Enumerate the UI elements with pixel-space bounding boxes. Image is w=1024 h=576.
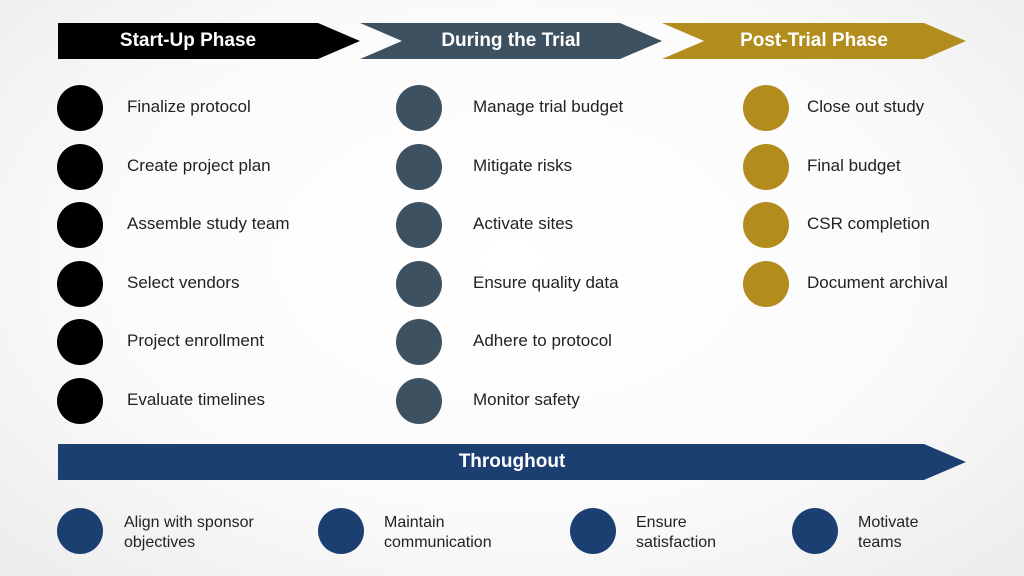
throughout-arrow: Throughout	[58, 444, 966, 480]
throughout-title: Throughout	[458, 451, 566, 472]
task-label: Select vendors	[127, 272, 240, 292]
startup-phase-arrow: Start-Up Phase	[58, 23, 360, 59]
bullet-circle-icon	[57, 85, 103, 131]
throughout-arrow-shape	[58, 444, 966, 480]
post-trial-title: Post-Trial Phase	[740, 30, 888, 51]
bullet-circle-icon	[792, 508, 838, 554]
task-label: Create project plan	[127, 155, 271, 175]
bullet-circle-icon	[743, 260, 789, 307]
task-label: Adhere to protocol	[473, 331, 612, 351]
bullet-circle-icon	[57, 377, 103, 424]
task-label: Assemble study team	[127, 214, 290, 234]
task-label: Finalize protocol	[127, 97, 251, 116]
bullet-circle-icon	[396, 202, 442, 249]
task-label: Evaluate timelines	[127, 389, 265, 409]
task-label: Close out study	[807, 97, 925, 116]
bullet-circle-icon	[57, 260, 103, 307]
bullet-circle-icon	[396, 85, 442, 131]
during-trial-arrow: During the Trial	[360, 23, 662, 59]
bullet-circle-icon	[396, 143, 442, 190]
bullet-circle-icon	[57, 508, 103, 554]
startup-arrow-shape	[58, 23, 360, 59]
post-trial-arrow: Post-Trial Phase	[662, 23, 966, 59]
task-label: Manage trial budget	[473, 97, 624, 116]
bullet-circle-icon	[318, 508, 364, 554]
task-label: Final budget	[807, 155, 901, 175]
bullet-circle-icon	[396, 260, 442, 307]
task-label: CSR completion	[807, 214, 930, 234]
task-label: Mitigate risks	[473, 155, 573, 175]
startup-phase-title: Start-Up Phase	[119, 30, 257, 51]
post-trial-arrow-shape	[662, 23, 966, 59]
task-label: Activate sites	[473, 214, 574, 234]
bullet-circle-icon	[57, 202, 103, 249]
bullet-circle-icon	[57, 143, 103, 190]
task-label: Project enrollment	[127, 331, 265, 351]
bullet-circle-icon	[57, 319, 103, 366]
during-trial-title: During the Trial	[441, 30, 581, 51]
bullet-circle-icon	[396, 377, 442, 424]
bullet-circle-icon	[743, 143, 789, 190]
throughout-item-label: Ensure satisfaction	[636, 514, 717, 551]
bullet-circle-icon	[396, 319, 442, 366]
task-label: Document archival	[807, 272, 948, 292]
throughout-item-label: Maintain communication	[384, 514, 492, 551]
task-label: Ensure quality data	[473, 272, 619, 292]
task-label: Monitor safety	[473, 389, 580, 409]
bullet-circle-icon	[743, 85, 789, 131]
bullet-circle-icon	[570, 508, 616, 554]
bullet-circle-icon	[743, 202, 789, 249]
throughout-item-label: Align with sponsor objectives	[124, 514, 254, 551]
throughout-item-label: Motivate teams	[858, 514, 919, 551]
during-trial-arrow-shape	[360, 23, 662, 59]
